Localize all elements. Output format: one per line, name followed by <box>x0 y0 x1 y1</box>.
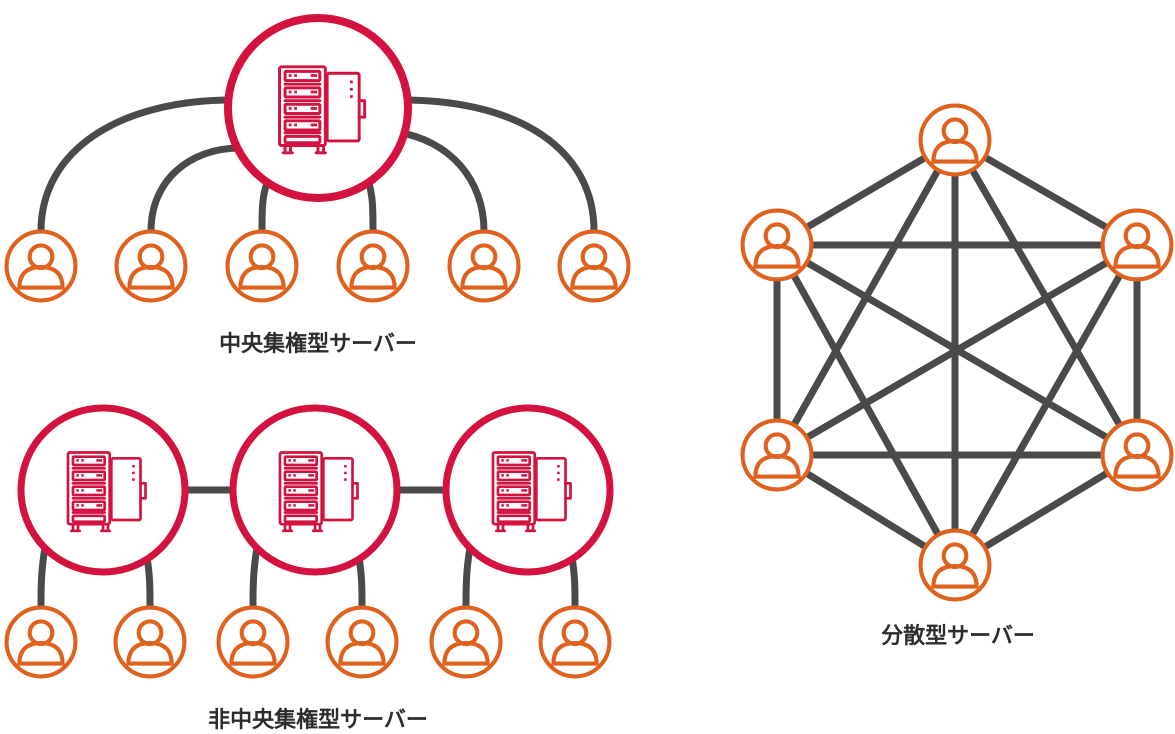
decentral-user-3-b-user-icon <box>541 608 610 677</box>
decentral-user-2-a-user-icon <box>219 608 288 677</box>
central-link-2 <box>147 144 244 235</box>
decentral-user-1-b-user-icon <box>116 608 185 677</box>
decentral-link-3-a <box>462 544 474 610</box>
distributed-server-label: 分散型サーバー <box>881 624 1035 649</box>
nodes <box>7 14 1172 677</box>
central-user-2-user-icon <box>117 232 186 301</box>
central-server-node <box>224 14 412 202</box>
decentral-link-3-b <box>568 554 579 610</box>
decentral-user-2-b-user-icon <box>328 608 397 677</box>
decentral-server-1 <box>17 404 189 576</box>
decentral-server-3 <box>442 404 614 576</box>
decentral-link-1-b <box>143 554 154 610</box>
decentral-user-1-a-user-icon <box>7 608 76 677</box>
mesh-link-4-6 <box>773 241 959 569</box>
central-user-6-user-icon <box>560 232 629 301</box>
central-user-4-user-icon <box>339 232 408 301</box>
central-link-6 <box>398 96 598 235</box>
mesh-node-2-user-icon <box>1103 211 1172 280</box>
mesh-node-6-user-icon <box>743 211 812 280</box>
central-user-3-user-icon <box>228 232 297 301</box>
central-link-1 <box>37 96 236 235</box>
decentral-link-2-a <box>249 544 261 610</box>
mesh-node-3-user-icon <box>1103 421 1172 490</box>
central-user-5-user-icon <box>450 232 519 301</box>
central-user-1-user-icon <box>7 232 76 301</box>
mesh-link-3-6 <box>773 241 1141 459</box>
decentral-link-1-a <box>37 544 49 610</box>
decentralized-server-label: 非中央集権型サーバー <box>208 708 428 733</box>
central-link-5 <box>392 128 488 235</box>
central-server-label: 中央集権型サーバー <box>219 332 417 357</box>
decentral-server-2 <box>229 404 401 576</box>
central-link-4 <box>364 176 377 235</box>
central-link-3 <box>258 176 272 235</box>
decentral-user-3-a-user-icon <box>432 608 501 677</box>
decentral-link-2-b <box>355 554 366 610</box>
mesh-node-4-user-icon <box>921 531 990 600</box>
mesh-node-1-user-icon <box>921 106 990 175</box>
mesh-node-5-user-icon <box>743 421 812 490</box>
